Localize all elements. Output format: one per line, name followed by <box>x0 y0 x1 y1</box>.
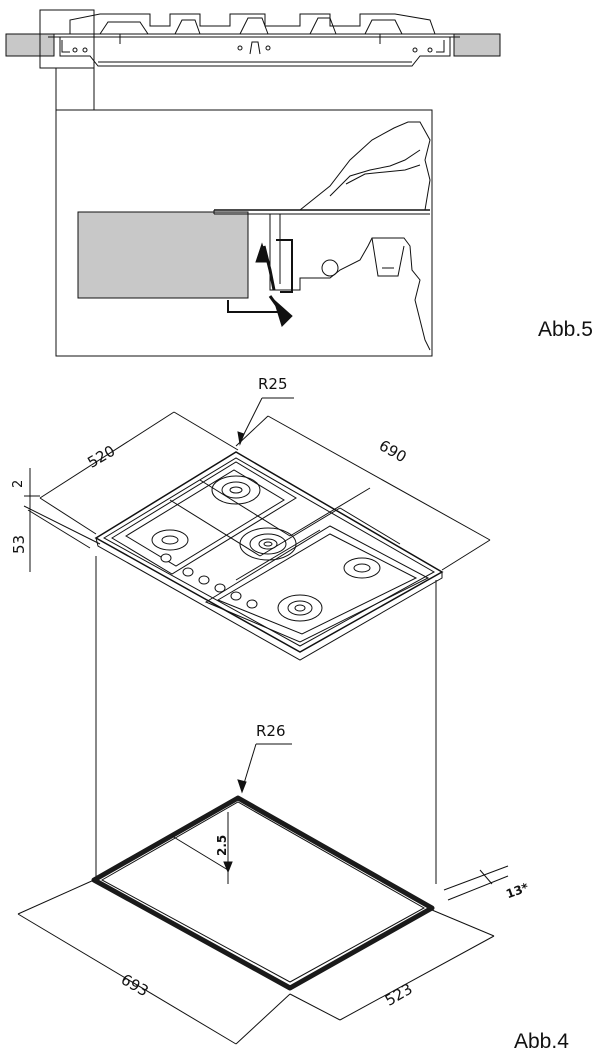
hob-height-label: 53 <box>10 535 28 554</box>
control-knobs <box>160 553 258 609</box>
cutout-offset-label: 2.5 <box>215 835 229 856</box>
cutout-min-distance-label: 13* <box>504 880 531 901</box>
countertop-section <box>5 9 501 69</box>
hob-thickness-label: 2 <box>11 480 26 488</box>
detail-leader <box>55 68 95 110</box>
hob-width-label: 690 <box>376 436 410 466</box>
hob-depth-label: 520 <box>84 442 118 472</box>
cutout-outline <box>91 795 435 991</box>
clamp-detail <box>55 109 433 357</box>
hob-outline <box>94 451 444 661</box>
hob-radius-label: R25 <box>258 375 288 393</box>
cutout-radius-label: R26 <box>256 722 286 740</box>
hob-dimension-lines <box>23 397 491 884</box>
cutout-depth-label: 523 <box>382 980 416 1010</box>
burners <box>151 475 381 622</box>
cutout-dimension-lines <box>17 743 509 1045</box>
figure-caption-abb5: Abb.5 <box>538 318 593 341</box>
figure-caption-abb4: Abb.4 <box>514 1030 569 1053</box>
cutout-width-label: 693 <box>118 970 152 1000</box>
